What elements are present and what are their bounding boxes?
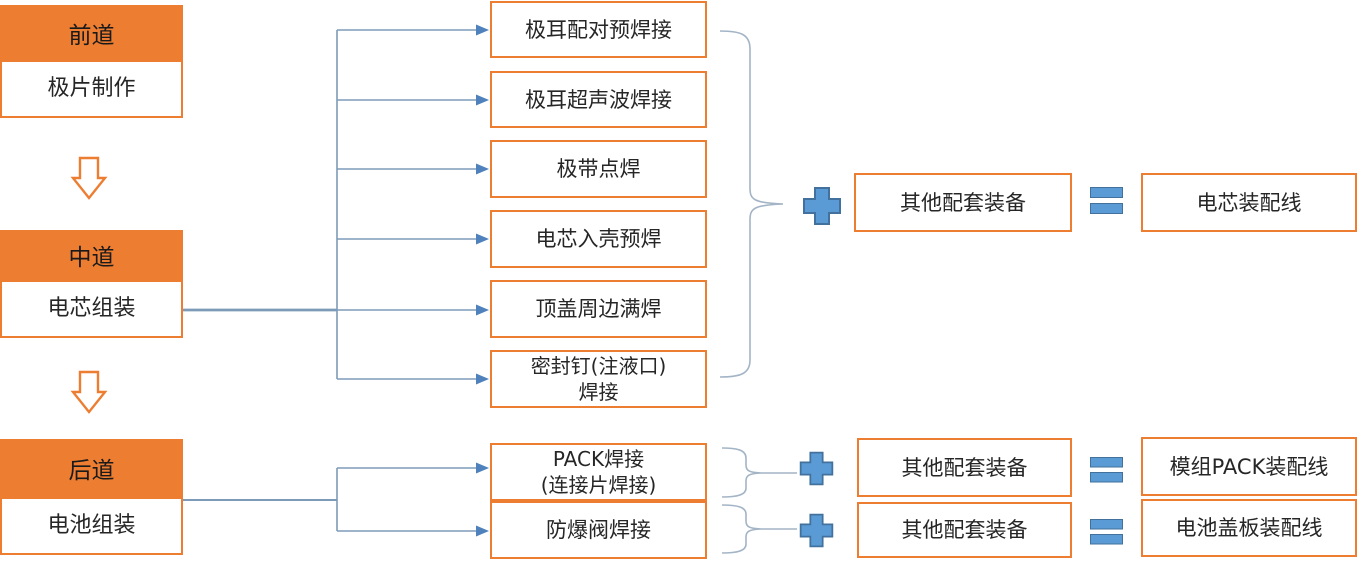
result-box-battery-cover-assembly-line: 电池盖板装配线 (1141, 499, 1357, 557)
process-box-pack-welding: PACK焊接 (连接片焊接) (490, 443, 707, 501)
stage-body-cell-label: 电芯组装 (47, 296, 136, 321)
stage-body-battery: 电池组装 (0, 497, 183, 555)
process-label: 电芯入壳预焊 (535, 227, 662, 251)
other-equipment-box-row2: 其他配套装备 (857, 438, 1072, 497)
right-brace-icon-row3 (721, 504, 762, 554)
process-box-cell-casing-prewelding: 电芯入壳预焊 (490, 210, 707, 268)
process-box-sealing-pin-welding: 密封钉(注液口) 焊接 (490, 350, 707, 408)
process-box-strip-spot-welding: 极带点焊 (490, 140, 707, 198)
stage-header-front: 前道 (0, 5, 183, 60)
branch-arrows-pack (337, 462, 489, 537)
plus-icon (803, 187, 841, 225)
stage-header-rear: 后道 (0, 439, 183, 497)
process-box-vent-valve-welding: 防爆阀焊接 (490, 501, 707, 559)
right-brace-icon-large (719, 30, 784, 378)
process-label: 极带点焊 (556, 157, 641, 181)
plus-icon (799, 513, 834, 548)
other-equipment-label: 其他配套装备 (901, 518, 1028, 542)
branch-arrows-cell (337, 24, 489, 385)
stage-body-electrode-label: 极片制作 (47, 76, 136, 101)
stage-body-electrode: 极片制作 (0, 60, 183, 118)
other-equipment-box-row3: 其他配套装备 (857, 502, 1072, 558)
other-equipment-label: 其他配套装备 (900, 190, 1026, 215)
down-arrow-icon (70, 370, 108, 414)
result-box-module-pack-assembly-line: 模组PACK装配线 (1141, 437, 1357, 496)
stage-header-front-label: 前道 (68, 22, 115, 49)
result-label: 模组PACK装配线 (1169, 454, 1329, 479)
stage-body-battery-label: 电池组装 (47, 513, 136, 538)
process-label: 极耳超声波焊接 (525, 87, 672, 112)
stage-header-middle: 中道 (0, 230, 183, 280)
right-brace-icon-row2 (721, 447, 762, 498)
process-label: 极耳配对预焊接 (525, 17, 672, 42)
equals-icon (1090, 457, 1123, 483)
stage-body-cell: 电芯组装 (0, 280, 183, 338)
process-label: 顶盖周边满焊 (535, 297, 662, 321)
other-equipment-label: 其他配套装备 (901, 455, 1028, 480)
stage-header-middle-label: 中道 (68, 245, 115, 271)
result-label: 电池盖板装配线 (1175, 516, 1323, 540)
down-arrow-icon (70, 156, 108, 200)
other-equipment-box-row1: 其他配套装备 (854, 173, 1072, 232)
process-box-tab-ultrasonic-welding: 极耳超声波焊接 (490, 71, 707, 128)
process-label: 密封钉(注液口) 焊接 (530, 354, 667, 404)
process-label: PACK焊接 (连接片焊接) (540, 447, 657, 497)
plus-icon (799, 451, 834, 486)
process-box-top-cover-full-welding: 顶盖周边满焊 (490, 280, 707, 338)
stage-header-rear-label: 后道 (68, 458, 115, 484)
process-label: 防爆阀焊接 (546, 518, 651, 542)
result-label: 电芯装配线 (1196, 190, 1302, 215)
result-box-cell-assembly-line: 电芯装配线 (1141, 173, 1357, 232)
equals-icon (1090, 519, 1123, 545)
equals-icon (1090, 187, 1123, 214)
process-box-tab-pairing-prewelding: 极耳配对预焊接 (490, 1, 707, 58)
